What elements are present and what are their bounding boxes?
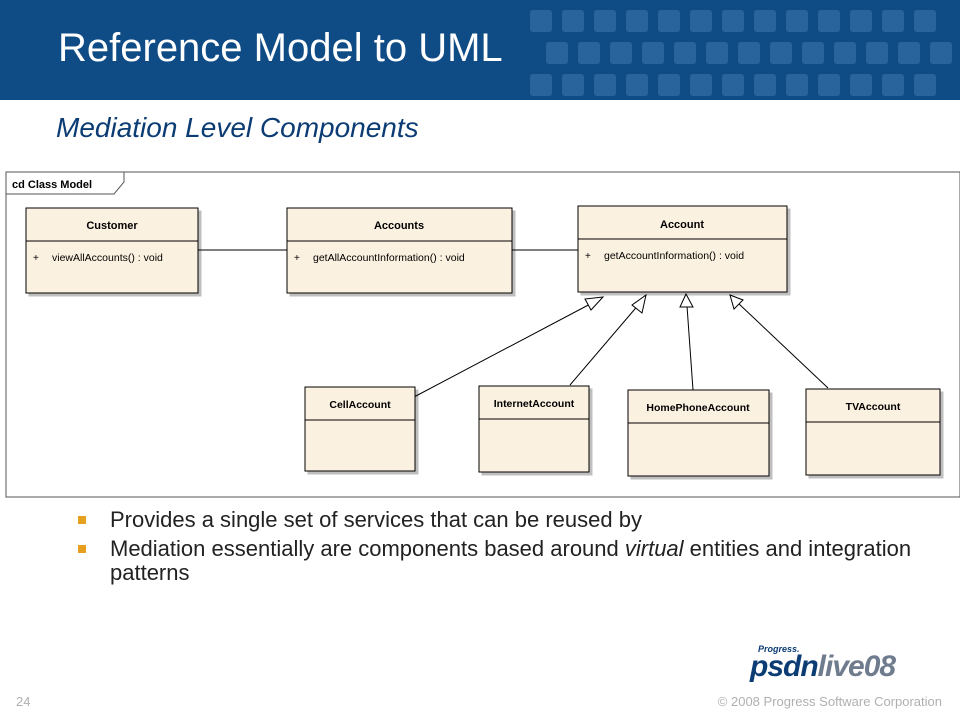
bullet-item: Provides a single set of services that c… <box>78 508 938 532</box>
operation-visibility: + <box>585 251 591 262</box>
class-name-account: Account <box>660 219 704 231</box>
logo-small-text: Progress. <box>758 644 800 654</box>
logo-part2: live08 <box>817 650 896 683</box>
generalization-homephoneaccount <box>679 292 694 391</box>
operation-customer: viewAllAccounts() : void <box>52 252 163 264</box>
class-cellaccount: CellAccount <box>304 386 416 472</box>
class-name-accounts: Accounts <box>374 220 424 232</box>
class-name-internetaccount: InternetAccount <box>494 398 575 410</box>
generalization-internetaccount <box>569 293 647 386</box>
frame-label: cd Class Model <box>12 179 92 191</box>
class-customer: Customer + viewAllAccounts() : void <box>25 207 199 294</box>
bullet-marker <box>78 545 86 553</box>
class-name-customer: Customer <box>86 220 138 232</box>
class-account: Account + getAccountInformation() : void <box>577 205 788 293</box>
generalization-tvaccount <box>729 294 829 389</box>
operation-account: getAccountInformation() : void <box>604 250 744 262</box>
class-name-tvaccount: TVAccount <box>846 401 901 413</box>
class-name-cellaccount: CellAccount <box>329 399 391 411</box>
operation-accounts: getAllAccountInformation() : void <box>313 252 465 264</box>
logo-wordmark: psdnlive08 <box>750 650 896 684</box>
class-name-homephoneaccount: HomePhoneAccount <box>646 402 750 414</box>
title-bar: Reference Model to UML <box>0 0 960 100</box>
bullet-text-end: entities and integration patterns <box>110 536 912 585</box>
bullet-emphasis: virtual <box>624 536 684 561</box>
bullet-item: Mediation essentially are components bas… <box>78 537 938 585</box>
bullet-text: Provides a single set of services that c… <box>110 507 642 532</box>
operation-visibility: + <box>33 253 39 264</box>
logo-part1: psdn <box>750 650 819 683</box>
page-number: 24 <box>16 694 31 709</box>
slide-title: Reference Model to UML <box>58 26 503 70</box>
class-homephoneaccount: HomePhoneAccount <box>627 389 770 477</box>
operation-visibility: + <box>294 253 300 264</box>
class-accounts: Accounts + getAllAccountInformation() : … <box>286 207 513 294</box>
bullet-text: Mediation essentially are components bas… <box>110 536 625 561</box>
bullet-list: Provides a single set of services that c… <box>78 508 938 590</box>
class-tvaccount: TVAccount <box>805 388 941 476</box>
generalization-cellaccount <box>413 296 605 398</box>
psdn-live-logo: Progress. psdnlive08 <box>750 644 920 684</box>
header-pattern <box>530 10 952 96</box>
class-internetaccount: InternetAccount <box>478 385 590 473</box>
copyright: © 2008 Progress Software Corporation <box>717 694 942 709</box>
bullet-marker <box>78 516 86 524</box>
slide-subtitle: Mediation Level Components <box>56 112 419 143</box>
